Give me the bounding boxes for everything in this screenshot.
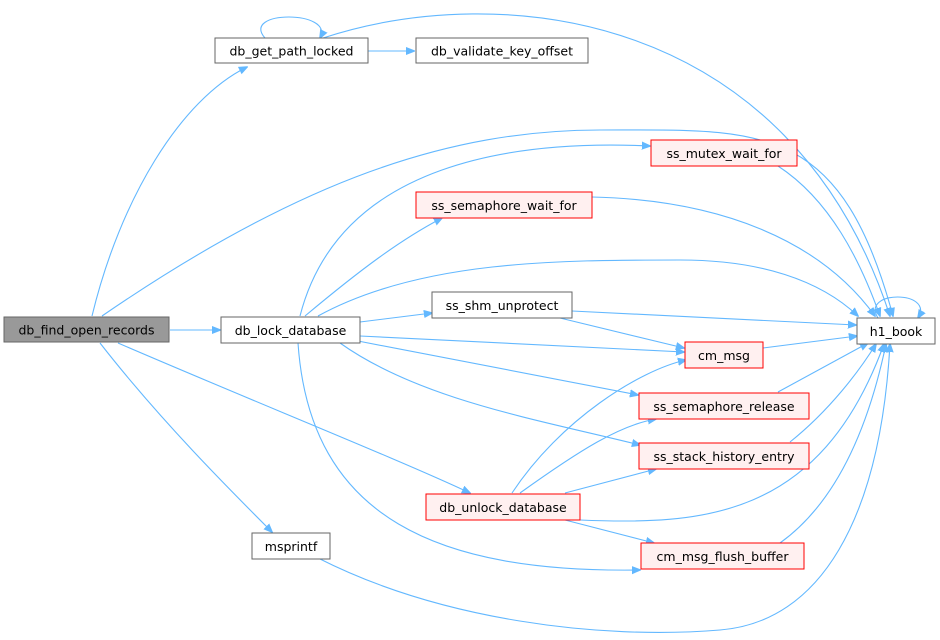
- edge-find-to-msprintf: [99, 342, 272, 532]
- edge-find-to-h1-book: [101, 129, 893, 316]
- node-db-lock-database[interactable]: db_lock_database: [220, 316, 361, 344]
- node-label: ss_mutex_wait_for: [666, 146, 782, 161]
- edge-semaphore-wait-for-to-h1-book: [591, 196, 875, 316]
- node-label: cm_msg_flush_buffer: [657, 549, 790, 564]
- edge-get-path-locked-self-loop: [260, 16, 322, 38]
- edge-mutex-wait-for-to-h1-book: [777, 165, 880, 316]
- node-label: msprintf: [265, 539, 318, 554]
- edge-cm-msg-flush-buffer-to-h1-book: [779, 344, 886, 544]
- edge-lock-to-h1-book: [317, 259, 858, 316]
- node-cm-msg-flush-buffer[interactable]: cm_msg_flush_buffer: [640, 542, 805, 570]
- node-cm-msg[interactable]: cm_msg: [684, 341, 764, 369]
- node-ss-shm-unprotect[interactable]: ss_shm_unprotect: [431, 291, 573, 319]
- node-label: ss_semaphore_wait_for: [431, 198, 577, 213]
- edge-lock-to-cm-msg-flush-buffer: [297, 342, 640, 570]
- edge-unlock-to-cm-msg-flush-buffer: [564, 519, 654, 543]
- edge-unlock-to-cm-msg: [511, 360, 686, 494]
- node-label: db_unlock_database: [439, 500, 567, 515]
- edge-unlock-to-semaphore-release: [519, 419, 656, 494]
- edge-lock-to-cm-msg: [359, 335, 684, 352]
- edges: [91, 13, 921, 633]
- edge-shm-unprotect-to-h1-book: [571, 310, 856, 325]
- node-ss-semaphore-release[interactable]: ss_semaphore_release: [638, 392, 810, 420]
- edge-shm-unprotect-to-cm-msg: [559, 317, 684, 348]
- edge-lock-to-mutex-wait-for: [299, 145, 650, 317]
- node-label: db_find_open_records: [19, 323, 155, 338]
- node-label: ss_semaphore_release: [653, 399, 795, 414]
- nodes: db_find_open_records db_get_path_locked …: [3, 37, 936, 570]
- edge-h1-book-self-loop: [874, 296, 920, 318]
- node-h1-book[interactable]: h1_book: [856, 317, 936, 345]
- edge-find-to-unlock-database: [117, 342, 470, 493]
- edge-lock-to-semaphore-wait-for: [304, 218, 442, 317]
- node-db-validate-key-offset[interactable]: db_validate_key_offset: [415, 37, 589, 64]
- edge-cm-msg-to-h1-book: [762, 336, 857, 349]
- edge-lock-to-stack-history-entry: [339, 342, 640, 445]
- node-db-get-path-locked[interactable]: db_get_path_locked: [214, 37, 369, 64]
- edge-lock-to-shm-unprotect: [359, 313, 432, 323]
- node-ss-semaphore-wait-for[interactable]: ss_semaphore_wait_for: [415, 191, 593, 219]
- node-db-find-open-records[interactable]: db_find_open_records: [3, 316, 170, 343]
- edge-unlock-to-h1-book: [579, 344, 884, 522]
- node-label: db_validate_key_offset: [431, 44, 573, 59]
- edge-get-path-locked-to-h1-book: [322, 13, 890, 316]
- node-ss-mutex-wait-for[interactable]: ss_mutex_wait_for: [650, 139, 798, 167]
- edge-stack-history-entry-to-h1-book: [789, 344, 876, 443]
- edge-unlock-to-stack-history-entry: [564, 469, 656, 494]
- node-label: h1_book: [870, 324, 923, 339]
- node-msprintf[interactable]: msprintf: [251, 532, 331, 560]
- node-label: db_lock_database: [235, 323, 347, 338]
- node-label: ss_shm_unprotect: [446, 298, 559, 313]
- edge-msprintf-to-h1-book: [317, 344, 890, 633]
- node-label: ss_stack_history_entry: [653, 449, 795, 464]
- edge-lock-to-semaphore-release: [357, 340, 638, 395]
- node-ss-stack-history-entry[interactable]: ss_stack_history_entry: [638, 442, 810, 470]
- node-db-unlock-database[interactable]: db_unlock_database: [425, 493, 581, 521]
- node-label: cm_msg: [698, 348, 750, 363]
- edge-find-to-get-path-locked: [91, 67, 247, 317]
- edge-semaphore-release-to-h1-book: [777, 343, 868, 393]
- node-label: db_get_path_locked: [230, 44, 354, 59]
